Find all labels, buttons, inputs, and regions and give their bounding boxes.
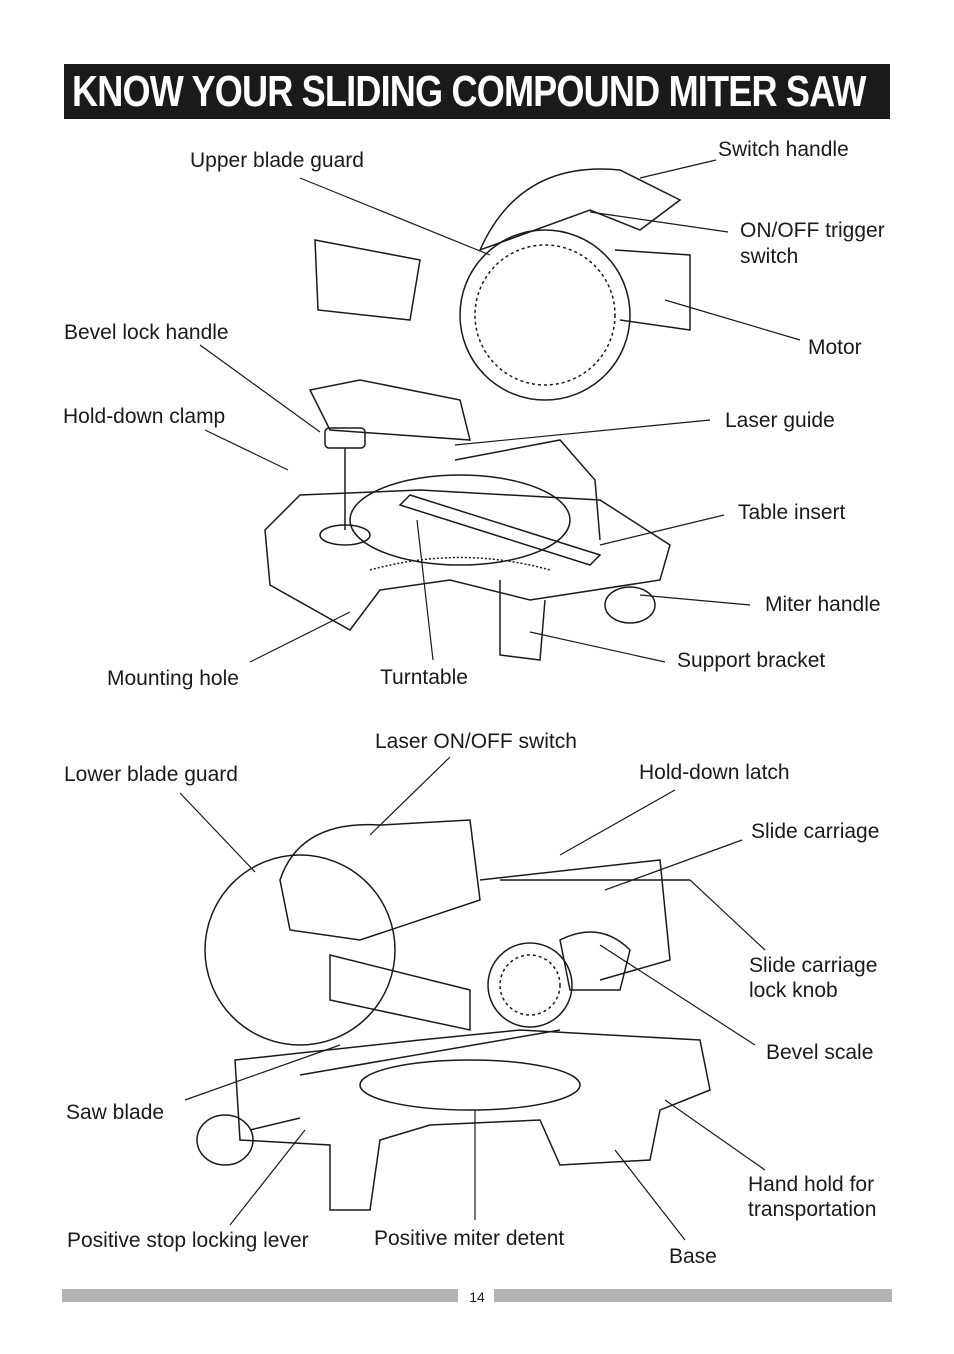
label-bevel-scale: Bevel scale [766,1041,874,1064]
label-upper-blade-guard: Upper blade guard [190,149,364,172]
label-positive-stop-locking-lever: Positive stop locking lever [67,1229,309,1252]
label-lower-blade-guard: Lower blade guard [64,763,238,786]
label-bevel-lock-handle: Bevel lock handle [64,321,229,344]
label-on-off-trigger: ON/OFF trigger [740,219,885,242]
label-slide-carriage-lock-knob: Slide carriage [749,954,878,977]
label-slide-carriage: Slide carriage [751,820,880,843]
label-turntable: Turntable [380,666,468,689]
footer-bar-left [62,1289,458,1302]
page-number: 14 [469,1289,485,1305]
label-on-off-trigger-line2: switch [740,245,799,268]
label-laser-switch: Laser ON/OFF switch [375,730,577,753]
label-laser-guide: Laser guide [725,409,835,432]
footer-bar-right [494,1289,892,1302]
top-saw-drawing [264,168,691,661]
label-hand-hold: Hand hold for [748,1173,875,1196]
label-switch-handle: Switch handle [718,138,849,161]
label-mounting-hole: Mounting hole [107,667,239,690]
label-saw-blade: Saw blade [66,1101,165,1124]
label-miter-handle: Miter handle [765,593,881,616]
label-slide-carriage-lock-knob-line2: lock knob [749,979,838,1002]
label-motor: Motor [808,336,862,359]
label-positive-miter-detent: Positive miter detent [374,1227,565,1250]
label-hand-hold-line2: transportation [748,1198,877,1221]
leader-lines [179,159,801,1241]
label-support-bracket: Support bracket [677,649,826,672]
bottom-saw-drawing [196,819,711,1211]
label-base: Base [669,1245,717,1268]
title-bar: KNOW YOUR SLIDING COMPOUND MITER SAW [64,64,890,119]
label-table-insert: Table insert [738,501,846,524]
label-hold-down-clamp: Hold-down clamp [63,405,226,428]
page-title: KNOW YOUR SLIDING COMPOUND MITER SAW [72,67,866,116]
label-hold-down-latch: Hold-down latch [639,761,790,784]
